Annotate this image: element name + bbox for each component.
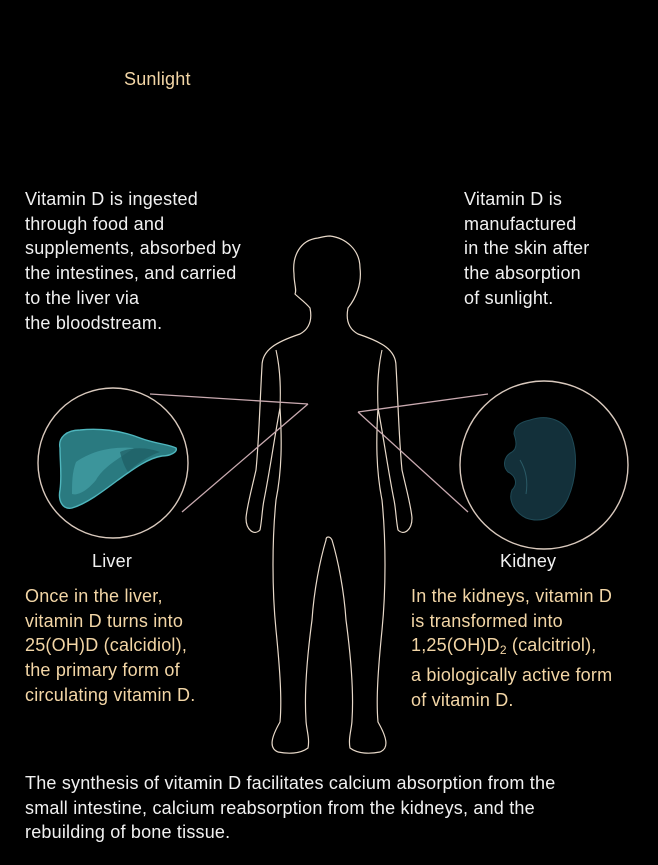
ingestion-description: Vitamin D is ingested through food and s… [25,189,241,333]
calcitriol-formula: 1,25(OH)D [411,635,500,656]
human-body-outline [245,235,413,754]
kidney-description: In the kidneys, vitamin D is transformed… [411,584,612,713]
liver-callout-line-bottom [181,403,309,513]
calcitriol-subscript: 2 [499,643,507,658]
kidney-text-line-4: a biologically active form [411,665,613,686]
right-arm-inner-line [377,349,383,409]
liver-icon [58,428,177,509]
left-arm-inner-line [275,349,281,409]
sunlight-title: Sunlight [124,69,191,89]
summary-description: The synthesis of vitamin D facilitates c… [25,773,556,843]
kidney-icon [504,417,576,521]
kidney-text-line-2: is transformed into [411,610,563,631]
skin-manufacture-description: Vitamin D is manufactured in the skin af… [464,189,590,308]
calcitriol-name: (calcitriol), [506,635,597,656]
kidney-text-line-5: of vitamin D. [411,689,514,710]
liver-label: Liver [92,551,133,571]
kidney-text-line-1: In the kidneys, vitamin D [411,586,613,606]
kidney-text-line-3: 1,25(OH)D2 (calcitriol), [411,633,612,663]
liver-description: Once in the liver, vitamin D turns into … [25,586,196,705]
kidney-callout-line-top [357,393,489,413]
kidney-callout-line-bottom [357,411,469,513]
liver-callout-line-top [149,393,309,405]
kidney-label: Kidney [500,551,557,571]
